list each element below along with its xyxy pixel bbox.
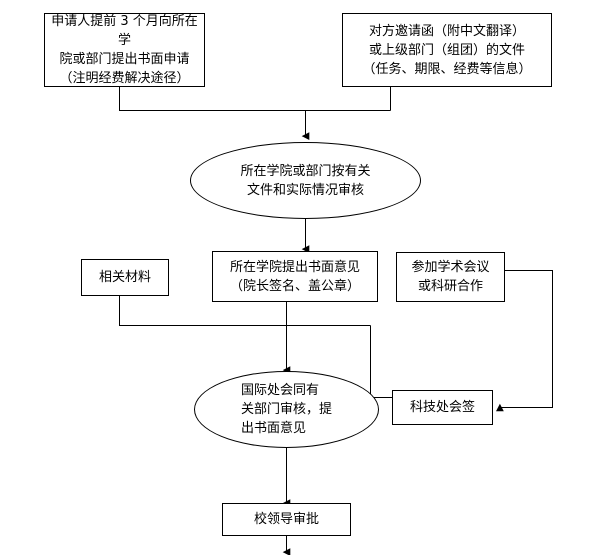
node-leadership-approval[interactable]: 校领导审批 [222,503,351,536]
node-sci-tech-countersign[interactable]: 科技处会签 [392,390,493,425]
node-applicant-request[interactable]: 申请人提前 3 个月向所在学 院或部门提出书面申请 （注明经费解决途径） [44,13,205,87]
node-invitation-letter[interactable]: 对方邀请函（附中文翻译） 或上级部门（组团）的文件 （任务、期限、经费等信息） [342,13,552,87]
node-college-opinion[interactable]: 所在学院提出书面意见 （院长签名、盖公章） [212,251,378,302]
node-sci-tech-countersign-label: 科技处会签 [409,400,475,415]
node-college-review-label: 所在学院或部门按有关 文件和实际情况审核 [240,163,371,198]
node-related-materials-label: 相关材料 [98,270,151,285]
connector-countersign-to-bar [369,325,436,399]
node-college-opinion-label: 所在学院提出书面意见 （院长签名、盖公章） [229,259,360,294]
connector-applicant-to-merge [118,87,391,112]
node-academic-conference-label: 参加学术会议 或科研合作 [411,260,490,294]
node-academic-conference[interactable]: 参加学术会议 或科研合作 [396,252,505,302]
node-leadership-approval-label: 校领导审批 [253,512,319,527]
node-college-review[interactable]: 所在学院或部门按有关 文件和实际情况审核 [190,142,421,219]
connector-conference-to-countersign [495,269,554,412]
node-related-materials[interactable]: 相关材料 [81,259,169,296]
node-international-office-review-label: 国际处会同有 关部门审核，提 出书面意见 [240,383,332,436]
node-applicant-request-label: 申请人提前 3 个月向所在学 院或部门提出书面申请 （注明经费解决途径） [51,14,198,86]
node-international-office-review[interactable]: 国际处会同有 关部门审核，提 出书面意见 [194,371,379,448]
node-invitation-letter-label: 对方邀请函（附中文翻译） 或上级部门（组团）的文件 （任务、期限、经费等信息） [362,23,532,77]
